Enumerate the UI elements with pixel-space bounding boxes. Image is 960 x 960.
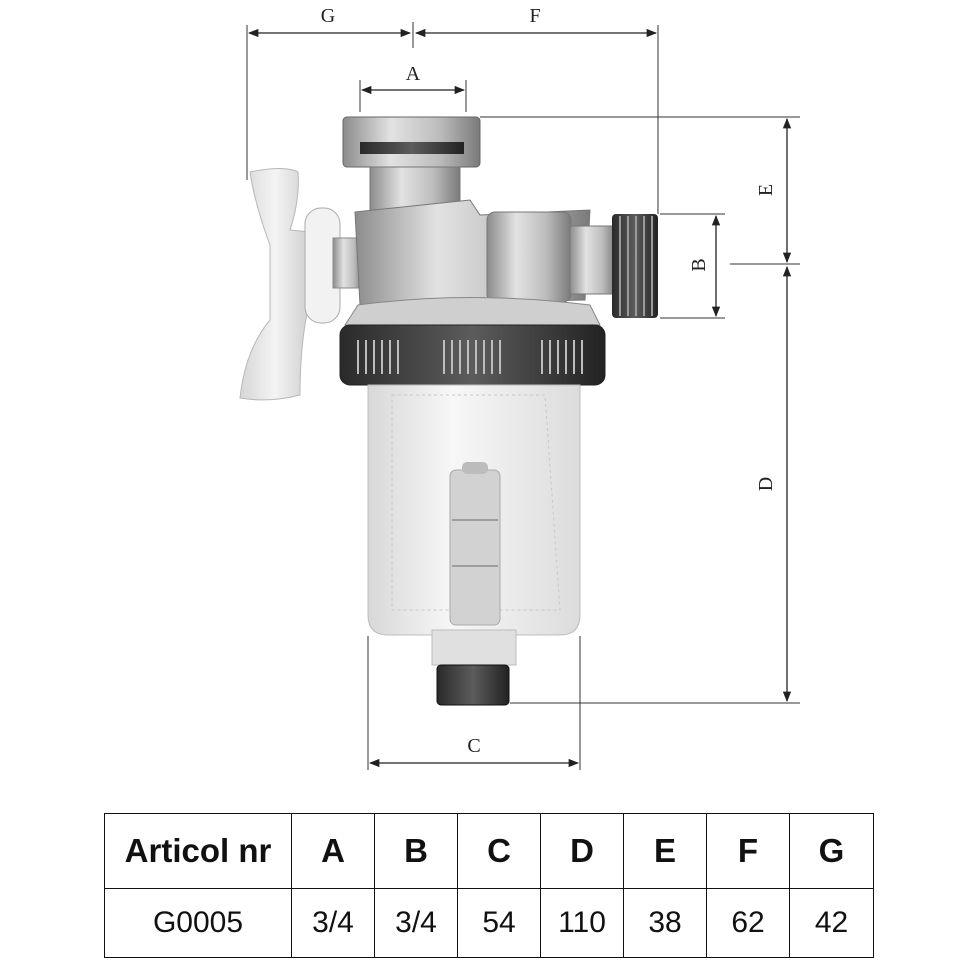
dimension-label-e: E (755, 184, 777, 196)
drain-plug (436, 664, 510, 706)
dimension-b: B (660, 213, 725, 319)
table-row: G0005 3/4 3/4 54 110 38 62 42 (104, 888, 874, 958)
header-cell-a: A (291, 813, 375, 889)
filter-body-illustration (239, 116, 658, 706)
header-cell-c: C (457, 813, 541, 889)
dimension-a: A (359, 63, 467, 112)
cell-d: 110 (540, 888, 624, 958)
header-cell-f: F (706, 813, 790, 889)
header-cell-d: D (540, 813, 624, 889)
cell-f: 62 (706, 888, 790, 958)
header-cell-g: G (789, 813, 874, 889)
dimension-label-b: B (688, 258, 710, 271)
dimension-label-f: F (529, 5, 540, 27)
dimension-c: C (367, 636, 581, 770)
dimension-e: E (755, 117, 792, 264)
dimension-f: F (414, 5, 659, 214)
cell-articol-nr: G0005 (104, 888, 292, 958)
butterfly-handle (239, 168, 311, 401)
outlet-thread (612, 214, 658, 318)
dimension-label-d: D (755, 477, 777, 491)
ring-ribs (357, 340, 583, 374)
filter-technical-drawing: G F A E D B C (239, 5, 800, 770)
cell-g: 42 (789, 888, 874, 958)
dimension-label-c: C (467, 735, 480, 757)
cell-b: 3/4 (374, 888, 458, 958)
dimension-d: D (755, 265, 792, 703)
dimension-label-a: A (406, 63, 421, 85)
cell-e: 38 (623, 888, 707, 958)
cell-c: 54 (457, 888, 541, 958)
header-cell-articol: Articol nr (104, 813, 292, 889)
header-cell-e: E (623, 813, 707, 889)
cell-a: 3/4 (291, 888, 375, 958)
filter-cartridge (449, 469, 501, 626)
header-cell-b: B (374, 813, 458, 889)
dimension-label-g: G (321, 5, 335, 27)
outlet-pipe (569, 225, 617, 295)
dimensions-table: Articol nr A B C D E F G G0005 3/4 3/4 5… (104, 813, 874, 958)
dimension-g: G (246, 5, 412, 180)
table-header-row: Articol nr A B C D E F G (104, 813, 874, 889)
